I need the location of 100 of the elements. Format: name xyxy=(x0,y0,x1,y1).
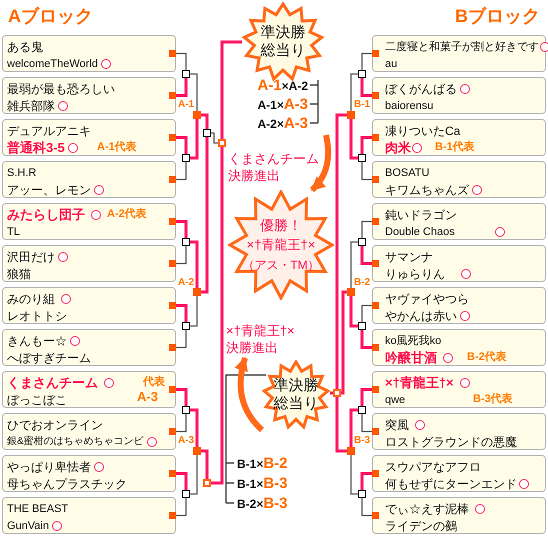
team-name: S.H.R xyxy=(7,166,36,181)
team-name: 突風 xyxy=(385,416,409,433)
team-box xyxy=(372,161,546,198)
winner-text: （アス・TM） xyxy=(241,257,321,274)
team-box xyxy=(372,119,546,156)
bracket-line xyxy=(361,498,372,516)
team-name: スウパアなアフロ xyxy=(385,458,481,475)
winner-text: 優勝！ xyxy=(259,216,303,235)
team-name: ひでおオンライン xyxy=(7,416,103,433)
team-name: みのり組 xyxy=(7,290,55,307)
group-label: B-3 xyxy=(354,435,370,446)
team-box xyxy=(2,119,176,156)
bracket-line xyxy=(360,472,372,490)
bracket-line xyxy=(201,114,208,129)
team-name: 最弱が最も恐ろしい xyxy=(7,80,115,97)
team-name: qwe xyxy=(385,392,406,408)
bracket-line xyxy=(176,472,188,490)
curved-arrow xyxy=(234,356,264,432)
bracket-line xyxy=(190,73,198,111)
team-name: へぼすぎチーム xyxy=(7,350,91,366)
team-name: ぼくがんばる xyxy=(385,80,457,97)
team-box xyxy=(2,77,176,114)
team-name: ×†青龍王†× xyxy=(385,374,454,391)
junction-square xyxy=(347,288,355,296)
representative-label: A-3 xyxy=(137,389,158,404)
team-name: アッー、レモン xyxy=(7,182,91,198)
winner-text: ×†青龍王†× xyxy=(246,236,316,254)
bracket-line xyxy=(220,40,242,139)
bracket-line xyxy=(361,414,372,432)
representative-label: B-3代表 xyxy=(473,392,513,406)
junction-square xyxy=(358,322,366,330)
bracket-line xyxy=(360,136,372,154)
team-name: ある鬼 xyxy=(7,38,43,55)
bracket-line xyxy=(350,241,358,288)
team-box xyxy=(372,329,546,366)
finalist-note: 決勝進出 xyxy=(228,167,280,185)
junction-square xyxy=(358,154,366,162)
block-heading: Bブロック xyxy=(455,5,540,28)
group-label: A-1 xyxy=(178,99,194,110)
curved-arrow xyxy=(310,134,332,192)
representative-label: A-1代表 xyxy=(97,140,137,154)
team-name: ko風死我ko xyxy=(385,334,442,349)
junction-square xyxy=(333,389,341,397)
match-pairing: B-1×B-3 xyxy=(237,475,288,492)
bracket-line xyxy=(190,119,198,160)
bracket-line xyxy=(201,450,208,479)
team-name: welcomeTheWorld xyxy=(7,56,98,72)
junction-square xyxy=(358,70,366,78)
team-name: THE BEAST xyxy=(7,502,68,517)
round-title: 準決勝総当り xyxy=(260,24,306,60)
team-name: 雑兵部隊 xyxy=(7,98,55,114)
bracket-line xyxy=(190,455,198,495)
group-label: A-3 xyxy=(178,435,194,446)
team-name: BOSATU xyxy=(385,166,430,181)
team-name: みたらし団子 xyxy=(7,206,85,223)
junction-square xyxy=(182,406,190,414)
group-label: B-2 xyxy=(354,277,370,288)
bracket-line xyxy=(211,147,224,484)
bracket-line xyxy=(176,52,187,70)
team-name: くまさんチーム xyxy=(7,374,98,391)
junction-square xyxy=(203,479,211,487)
bracket-line xyxy=(350,296,358,328)
junction-square xyxy=(193,288,201,296)
team-box xyxy=(372,35,546,72)
team-name: りゅらりん xyxy=(385,266,445,282)
junction-square xyxy=(358,490,366,498)
team-name: デュアルアニキ xyxy=(7,122,91,139)
team-box xyxy=(2,287,176,324)
bracket-line xyxy=(176,388,188,406)
team-name: TL xyxy=(7,224,20,240)
junction-square xyxy=(347,111,355,119)
team-box xyxy=(372,287,546,324)
team-name: Double Chaos xyxy=(385,224,455,240)
team-name: 母ちゃんプラスチック xyxy=(7,476,127,492)
junction-square xyxy=(347,447,355,455)
team-box xyxy=(2,371,176,408)
match-pairing: A-1×A-2 xyxy=(256,77,308,94)
bracket-line xyxy=(176,246,187,264)
team-name: でぃ☆えす泥棒 xyxy=(385,500,469,517)
bracket-line xyxy=(176,162,187,180)
team-name: 普通科3-5 xyxy=(7,140,65,156)
bracket-line xyxy=(176,136,188,154)
team-name: 二度寝と和菓子が割と好きです xyxy=(385,40,539,55)
bracket-line xyxy=(176,78,188,97)
junction-square xyxy=(358,406,366,414)
representative-label: B-2代表 xyxy=(467,350,507,364)
junction-square xyxy=(182,154,190,162)
team-box xyxy=(372,413,546,450)
representative-label: A-2代表 xyxy=(107,206,147,221)
team-box xyxy=(372,77,546,114)
junction-square xyxy=(182,322,190,330)
bracket-line xyxy=(350,455,358,495)
team-box xyxy=(2,245,176,282)
bracket-line xyxy=(341,290,347,394)
team-name: ヤヴァイやつら xyxy=(385,290,469,307)
bracket-line xyxy=(190,296,198,327)
team-name: 沢田だけ xyxy=(7,248,55,265)
team-name: やっぱり卑怯者 xyxy=(7,458,91,475)
team-name: au xyxy=(385,56,398,72)
team-name: 何もせずにターンエンド xyxy=(385,476,517,492)
